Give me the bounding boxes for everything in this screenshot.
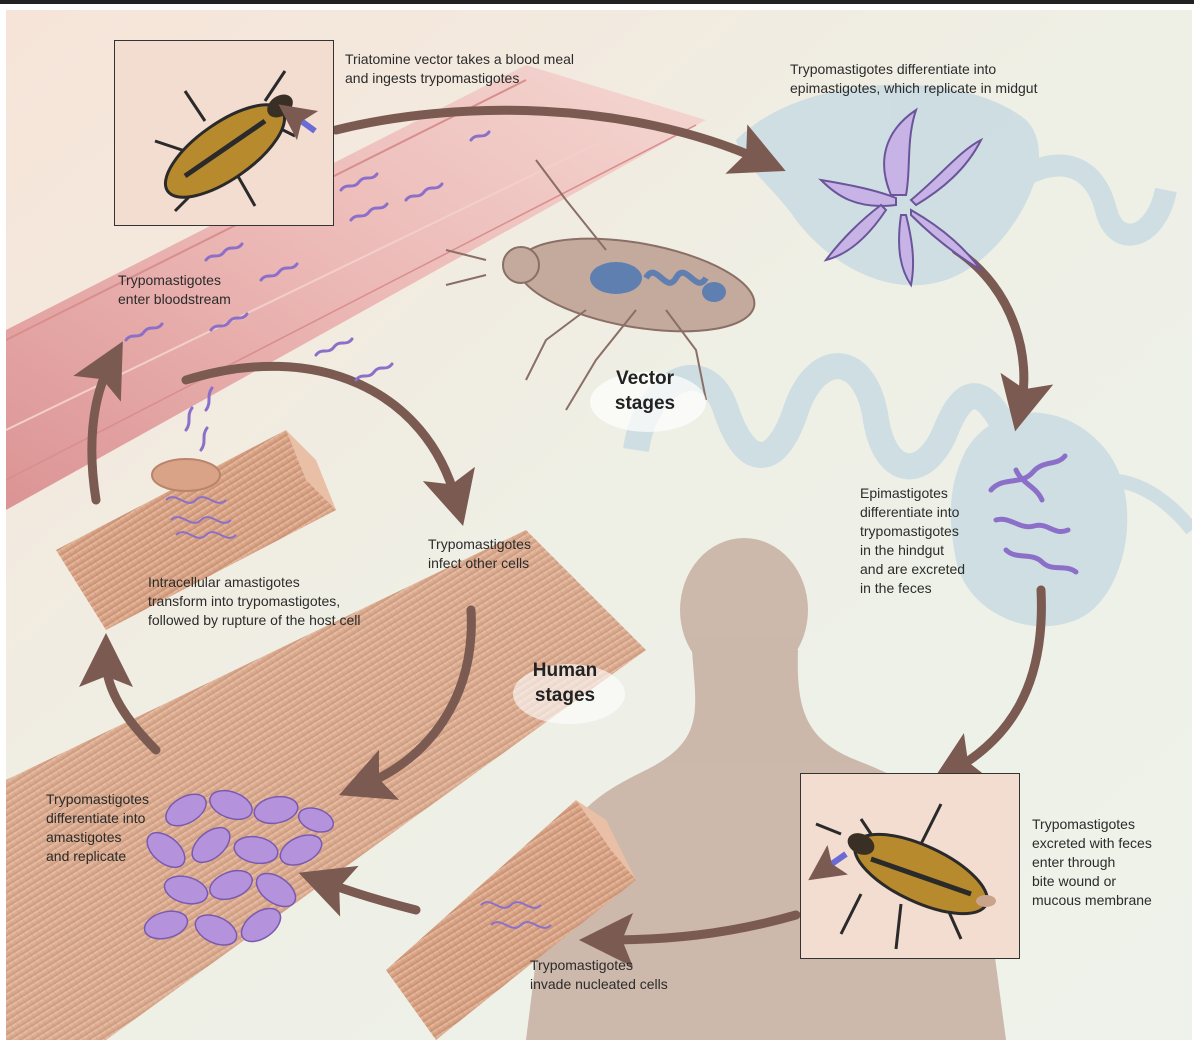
label-rupture: Intracellular amastigotes transform into…	[148, 573, 360, 630]
label-infect-other-line-1: Trypomastigotes	[428, 535, 531, 554]
label-enter-bloodstream-line-1: Trypomastigotes	[118, 271, 231, 290]
label-epi-midgut-line-2: epimastigotes, which replicate in midgut	[790, 79, 1037, 98]
vector-stages-line-2: stages	[600, 391, 690, 416]
label-invade-line-2: invade nucleated cells	[530, 975, 668, 994]
label-replicate-line-1: Trypomastigotes	[46, 790, 149, 809]
label-replicate-line-4: and replicate	[46, 847, 149, 866]
label-blood-meal-line-1: Triatomine vector takes a blood meal	[345, 50, 574, 69]
label-excreted-line-2: excreted with feces	[1032, 834, 1152, 853]
label-rupture-line-2: transform into trypomastigotes,	[148, 592, 360, 611]
triatomine-bug-excreting-icon	[801, 774, 1019, 958]
label-infect-other-line-2: infect other cells	[428, 554, 531, 573]
label-rupture-line-1: Intracellular amastigotes	[148, 573, 360, 592]
label-excreted-line-5: mucous membrane	[1032, 891, 1152, 910]
label-hindgut-line-4: in the hindgut	[860, 541, 965, 560]
vector-stages-title: Vector stages	[600, 366, 690, 416]
label-infect-other: Trypomastigotes infect other cells	[428, 535, 531, 573]
label-excreted: Trypomastigotes excreted with feces ente…	[1032, 815, 1152, 910]
label-hindgut-line-2: differentiate into	[860, 503, 965, 522]
label-excreted-line-3: enter through	[1032, 853, 1152, 872]
label-hindgut-line-5: and are excreted	[860, 560, 965, 579]
label-enter-bloodstream-line-2: enter bloodstream	[118, 290, 231, 309]
label-epi-midgut: Trypomastigotes differentiate into epima…	[790, 60, 1037, 98]
label-invade-line-1: Trypomastigotes	[530, 956, 668, 975]
label-replicate: Trypomastigotes differentiate into amast…	[46, 790, 149, 866]
human-stages-line-1: Human	[520, 658, 610, 683]
triatomine-bug-icon	[115, 41, 333, 225]
label-hindgut-line-1: Epimastigotes	[860, 484, 965, 503]
label-rupture-line-3: followed by rupture of the host cell	[148, 611, 360, 630]
label-replicate-line-3: amastigotes	[46, 828, 149, 847]
label-hindgut-line-6: in the feces	[860, 579, 965, 598]
top-border-rule	[0, 0, 1194, 4]
label-replicate-line-2: differentiate into	[46, 809, 149, 828]
label-blood-meal-line-2: and ingests trypomastigotes	[345, 69, 574, 88]
label-epi-midgut-line-1: Trypomastigotes differentiate into	[790, 60, 1037, 79]
label-excreted-line-1: Trypomastigotes	[1032, 815, 1152, 834]
label-invade: Trypomastigotes invade nucleated cells	[530, 956, 668, 994]
label-blood-meal: Triatomine vector takes a blood meal and…	[345, 50, 574, 88]
human-stages-line-2: stages	[520, 683, 610, 708]
label-hindgut-line-3: trypomastigotes	[860, 522, 965, 541]
vector-stages-line-1: Vector	[600, 366, 690, 391]
label-hindgut: Epimastigotes differentiate into trypoma…	[860, 484, 965, 598]
label-enter-bloodstream: Trypomastigotes enter bloodstream	[118, 271, 231, 309]
label-excreted-line-4: bite wound or	[1032, 872, 1152, 891]
inset-bug-excreting	[800, 773, 1020, 959]
inset-bug-blood-meal	[114, 40, 334, 226]
human-stages-title: Human stages	[520, 658, 610, 708]
